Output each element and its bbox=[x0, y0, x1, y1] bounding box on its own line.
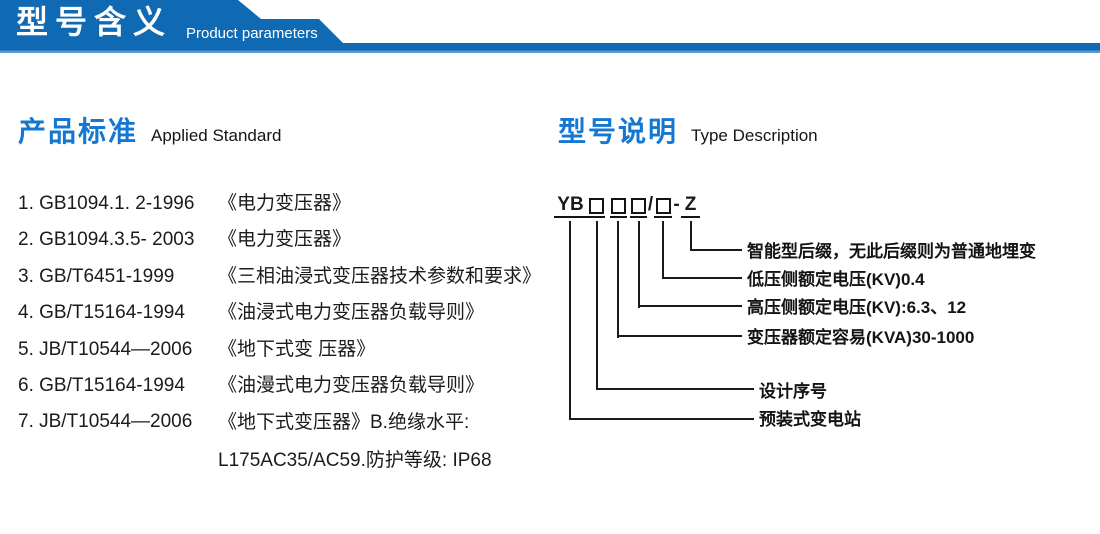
page-subtitle: Product parameters bbox=[186, 25, 318, 42]
callout-vline-slot3 bbox=[638, 221, 640, 308]
callout-label-substation: 预装式变电站 bbox=[759, 410, 861, 429]
page-title: 型号含义 bbox=[16, 4, 173, 40]
callout-label-capacity: 变压器额定容易(KVA)30-1000 bbox=[747, 328, 975, 347]
callout-vline-prefix bbox=[569, 221, 571, 420]
type-description-heading-cn: 型号说明 bbox=[558, 116, 679, 147]
callout-label-suffix: 智能型后缀，无此后缀则为普通地埋变 bbox=[747, 242, 1036, 261]
standard-item: 7. JB/T10544—2006 《地下式变压器》B.绝缘水平: L175AC3… bbox=[18, 404, 548, 480]
callout-hline-prefix bbox=[569, 418, 754, 420]
standard-title-line1: 《地下式变压器》B.绝缘水平: bbox=[218, 412, 470, 434]
standard-code: 2. GB1094.3.5- 2003 bbox=[18, 229, 195, 251]
standard-title: 《电力变压器》 bbox=[218, 229, 352, 251]
standard-title: 《三相油浸式变压器技术参数和要求》 bbox=[218, 265, 542, 287]
callout-vline-slot4 bbox=[662, 221, 664, 279]
model-suffix: Z bbox=[681, 195, 700, 218]
callout-label-low-voltage: 低压侧额定电压(KV)0.4 bbox=[747, 270, 925, 289]
model-digit-slot-4 bbox=[654, 195, 672, 218]
header-ribbon bbox=[0, 0, 1100, 53]
model-digit-slot-3 bbox=[630, 195, 647, 218]
standard-title: 《油浸式电力变压器负载导则》 bbox=[218, 302, 485, 324]
standard-title: 《地下式变 压器》 bbox=[218, 338, 376, 360]
standard-code: 1. GB1094.1. 2-1996 bbox=[18, 193, 195, 214]
applied-standard-heading-en: Applied Standard bbox=[151, 126, 282, 145]
callout-hline-slot1 bbox=[596, 388, 754, 390]
callout-vline-slot2 bbox=[617, 221, 619, 338]
type-description-heading: 型号说明 Type Description bbox=[558, 110, 818, 150]
standard-item: 3. GB/T6451-1999 《三相油浸式变压器技术参数和要求》 bbox=[18, 259, 548, 295]
standard-code: 5. JB/T10544—2006 bbox=[18, 338, 193, 360]
model-digit-slot-2 bbox=[610, 195, 627, 218]
type-description-heading-en: Type Description bbox=[691, 126, 818, 145]
callout-hline-slot3 bbox=[638, 305, 742, 307]
standard-code: 3. GB/T6451-1999 bbox=[18, 265, 175, 287]
callout-hline-slot4 bbox=[662, 277, 742, 279]
model-dash: - bbox=[673, 194, 680, 215]
standard-title: 《地下式变压器》B.绝缘水平: L175AC35/AC59.防护等级: IP68 bbox=[218, 404, 548, 480]
placeholder-box-icon bbox=[631, 198, 646, 214]
callout-vline-slot1 bbox=[596, 221, 598, 390]
standard-item: 6. GB/T15164-1994 《油漫式电力变压器负载导则》 bbox=[18, 368, 548, 404]
model-slash: / bbox=[647, 194, 654, 215]
standard-code: 4. GB/T15164-1994 bbox=[18, 302, 185, 324]
standard-title-line2: L175AC35/AC59.防护等级: IP68 bbox=[218, 450, 492, 472]
standards-list: 1. GB1094.1. 2-1996 《电力变压器》 2. GB1094.3.… bbox=[18, 186, 548, 480]
standard-code: 7. JB/T10544—2006 bbox=[18, 411, 193, 433]
standard-title: 《油漫式电力变压器负载导则》 bbox=[218, 375, 485, 397]
placeholder-box-icon bbox=[588, 198, 604, 214]
callout-hline-slot2 bbox=[617, 335, 742, 337]
standard-item: 5. JB/T10544—2006 《地下式变 压器》 bbox=[18, 332, 548, 368]
callout-vline-suffix bbox=[690, 221, 692, 251]
placeholder-box-icon bbox=[655, 198, 671, 214]
callout-hline-suffix bbox=[690, 249, 742, 251]
applied-standard-heading-cn: 产品标准 bbox=[18, 116, 139, 147]
model-digit-slot-1 bbox=[587, 195, 605, 218]
placeholder-box-icon bbox=[611, 198, 626, 214]
standard-code: 6. GB/T15164-1994 bbox=[18, 375, 185, 397]
standard-item: 2. GB1094.3.5- 2003 《电力变压器》 bbox=[18, 222, 548, 258]
model-prefix: YB bbox=[554, 195, 587, 218]
standard-item: 4. GB/T15164-1994 《油浸式电力变压器负载导则》 bbox=[18, 295, 548, 331]
callout-label-high-voltage: 高压侧额定电压(KV):6.3、12 bbox=[747, 298, 967, 317]
standard-item: 1. GB1094.1. 2-1996 《电力变压器》 bbox=[18, 186, 548, 222]
standard-title: 《电力变压器》 bbox=[218, 193, 352, 214]
applied-standard-heading: 产品标准 Applied Standard bbox=[18, 110, 281, 150]
callout-label-design-number: 设计序号 bbox=[759, 382, 827, 401]
